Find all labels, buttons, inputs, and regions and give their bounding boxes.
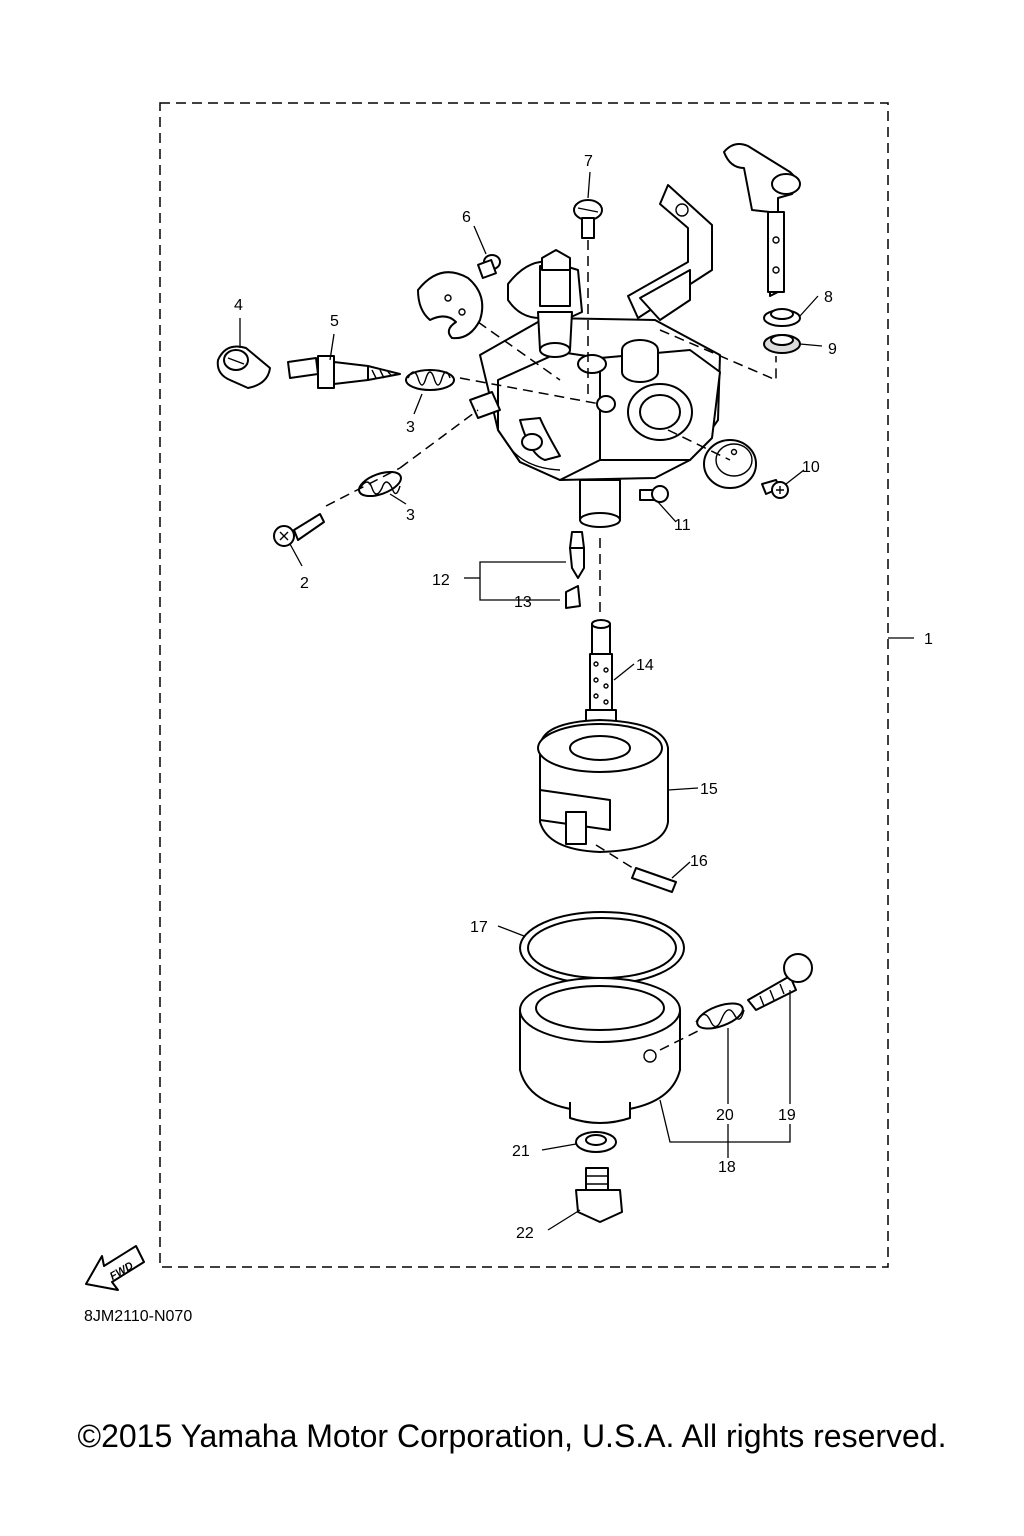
copyright-notice: ©2015 Yamaha Motor Corporation, U.S.A. A…: [77, 1418, 947, 1454]
throttle-plate[interactable]: [417, 271, 484, 340]
part-3-spring-upper[interactable]: [405, 369, 455, 391]
assembly-boundary: [159, 102, 889, 1268]
part-5-needle[interactable]: [287, 355, 401, 389]
part-18-float-bowl[interactable]: [519, 977, 681, 1124]
callout-9: 9: [828, 341, 837, 358]
callout-5: 5: [330, 313, 339, 330]
callout-3a: 3: [406, 419, 415, 436]
callout-16: 16: [690, 853, 708, 870]
fwd-arrow-icon: FWD: [85, 1245, 145, 1291]
part-7-screw[interactable]: [573, 199, 603, 239]
callout-20: 20: [716, 1107, 734, 1124]
pilot-screw-boss[interactable]: [507, 249, 583, 358]
callout-1: 1: [924, 631, 933, 648]
part-15-float[interactable]: [537, 719, 669, 853]
part-4-cap[interactable]: [216, 345, 271, 389]
callout-14: 14: [636, 657, 654, 674]
callout-11: 11: [674, 517, 691, 534]
callout-18: 18: [718, 1159, 736, 1176]
callout-15: 15: [700, 781, 718, 798]
callout-10: 10: [802, 459, 820, 476]
callout-4: 4: [234, 297, 243, 314]
diagram-code: 8JM2110-N070: [84, 1308, 193, 1325]
callout-7: 7: [584, 153, 593, 170]
leader-lines: [239, 171, 914, 1231]
part-13-clip[interactable]: [565, 585, 581, 609]
part-2-screw[interactable]: [273, 513, 325, 547]
callout-3b: 3: [406, 507, 415, 524]
part-22-drain-plug[interactable]: [575, 1167, 623, 1223]
callout-8: 8: [824, 289, 833, 306]
part-6-screw[interactable]: [477, 254, 501, 279]
part-12-needle-valve[interactable]: [569, 531, 585, 579]
part-8-washer[interactable]: [763, 308, 801, 327]
assembly-guide-lines: [325, 240, 777, 1051]
choke-lever[interactable]: [723, 143, 801, 297]
part-11-screw[interactable]: [639, 485, 669, 503]
part-3-spring-lower[interactable]: [356, 467, 404, 501]
callout-21: 21: [512, 1143, 530, 1160]
part-10-screw[interactable]: [761, 479, 789, 499]
callout-19: 19: [778, 1107, 796, 1124]
part-10-throttle-valve[interactable]: [703, 439, 757, 489]
choke-bracket[interactable]: [627, 184, 713, 321]
part-14-main-jet[interactable]: [585, 619, 617, 733]
part-17-gasket[interactable]: [519, 911, 685, 985]
part-21-washer[interactable]: [575, 1131, 617, 1153]
callout-13: 13: [514, 594, 532, 611]
part-20-spring[interactable]: [694, 998, 746, 1033]
callout-22: 22: [516, 1225, 534, 1242]
part-16-pin[interactable]: [631, 867, 677, 893]
part-19-screw[interactable]: [747, 953, 813, 1011]
callout-2: 2: [300, 575, 309, 592]
callout-numbers: 1 2 3 3 4 5 6 7 8 9 10 11 12 13 14 15 16…: [234, 153, 933, 1242]
callout-17: 17: [470, 919, 488, 936]
part-9-seal[interactable]: [763, 334, 801, 354]
callout-6: 6: [462, 209, 471, 226]
main-nozzle-housing[interactable]: [579, 479, 621, 528]
callout-12: 12: [432, 572, 450, 589]
